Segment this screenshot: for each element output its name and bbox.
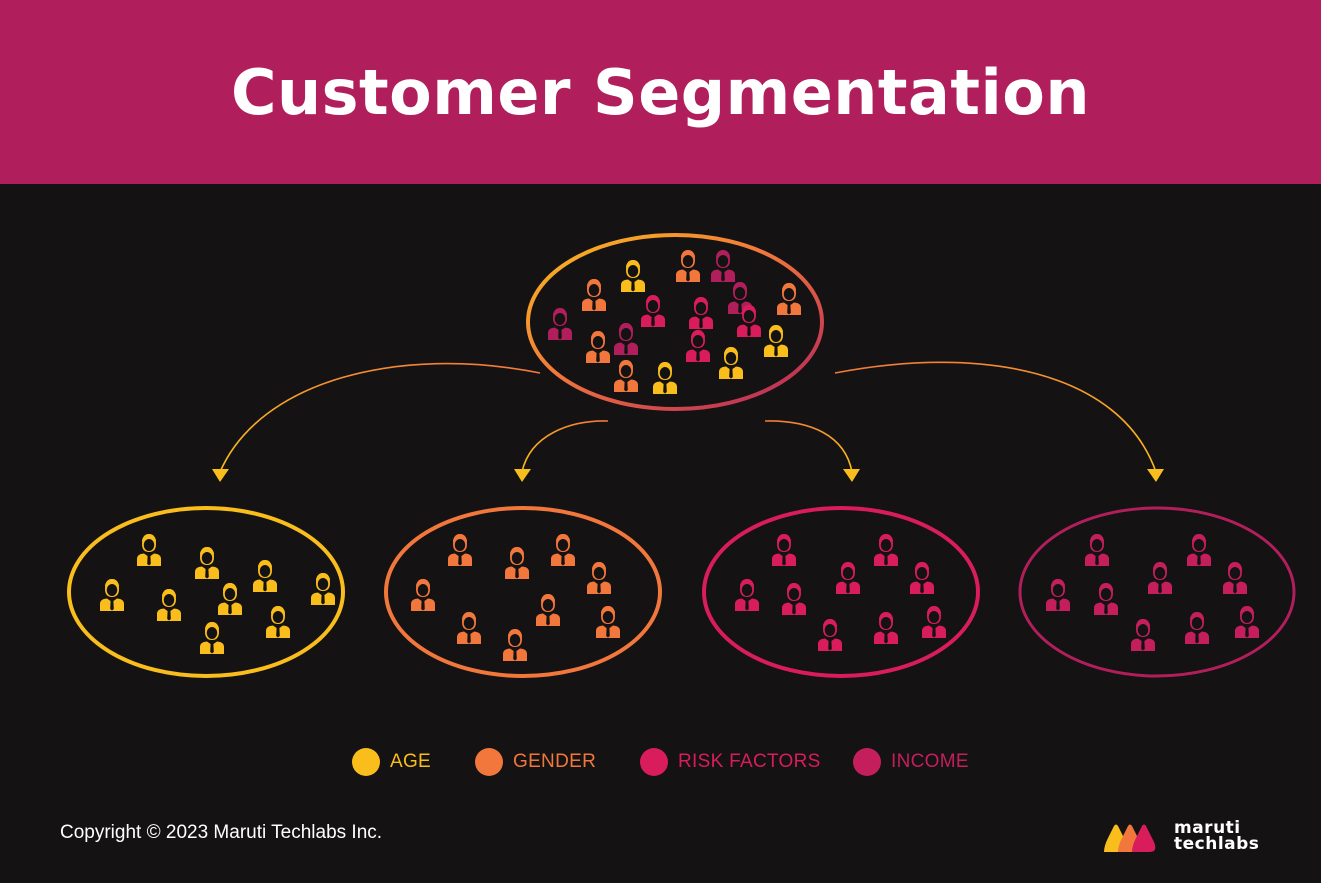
person-icon: [922, 606, 946, 638]
arrow-to-risk-factors: [764, 420, 853, 473]
arrowhead-age: [212, 469, 229, 482]
person-icon: [874, 534, 898, 566]
person-icon: [818, 619, 842, 651]
person-icon: [1094, 583, 1118, 615]
person-icon: [719, 347, 743, 379]
person-icon: [587, 562, 611, 594]
person-icon: [1085, 534, 1109, 566]
legend-label-gender: GENDER: [513, 751, 597, 772]
page-title: Customer Segmentation: [230, 56, 1091, 129]
person-icon: [157, 589, 181, 621]
legend-dot-age: [352, 748, 380, 776]
income-segment-ellipse: [1018, 506, 1296, 678]
person-icon: [1046, 579, 1070, 611]
arrowhead-gender: [514, 469, 531, 482]
logo-line-1: maruti: [1174, 818, 1241, 838]
person-icon: [218, 583, 242, 615]
logo-wordmark: maruti techlabs: [1174, 818, 1260, 854]
person-icon: [457, 612, 481, 644]
person-icon: [536, 594, 560, 626]
person-icon: [653, 362, 677, 394]
person-icon: [686, 330, 710, 362]
person-icon: [772, 534, 796, 566]
copyright-text: Copyright © 2023 Maruti Techlabs Inc.: [60, 822, 383, 843]
maruti-techlabs-logo: maruti techlabs: [1102, 818, 1272, 858]
person-icon: [1185, 612, 1209, 644]
person-icon: [195, 547, 219, 579]
arrowhead-income: [1147, 469, 1164, 482]
person-icon: [621, 260, 645, 292]
person-icon: [253, 560, 277, 592]
legend-label-income: INCOME: [891, 751, 969, 772]
arrows: [219, 361, 1157, 473]
legend: AGE GENDER RISK FACTORS INCOME: [0, 744, 1321, 780]
arrowhead-risk-factors: [843, 469, 860, 482]
person-icon: [1187, 534, 1211, 566]
person-icon: [586, 331, 610, 363]
segment-people-group: [100, 534, 1259, 661]
person-icon: [137, 534, 161, 566]
person-icon: [676, 250, 700, 282]
person-icon: [266, 606, 290, 638]
root-ellipse: [526, 233, 824, 411]
person-icon: [551, 534, 575, 566]
person-icon: [836, 562, 860, 594]
arrow-to-age: [219, 362, 541, 473]
legend-dot-gender: [475, 748, 503, 776]
legend-label-risk-factors: RISK FACTORS: [678, 751, 821, 772]
person-icon: [641, 295, 665, 327]
person-icon: [689, 297, 713, 329]
person-icon: [782, 583, 806, 615]
legend-dot-risk-factors: [640, 748, 668, 776]
person-icon: [1223, 562, 1247, 594]
person-icon: [711, 250, 735, 282]
risk-factors-segment-ellipse: [702, 506, 980, 678]
arrow-to-gender: [521, 420, 609, 473]
person-icon: [735, 579, 759, 611]
person-icon: [311, 573, 335, 605]
arrowheads: [212, 469, 1164, 482]
person-icon: [200, 622, 224, 654]
person-icon: [1148, 562, 1172, 594]
person-icon: [448, 534, 472, 566]
arrow-to-income: [834, 361, 1157, 473]
person-icon: [596, 606, 620, 638]
legend-dot-income: [853, 748, 881, 776]
person-icon: [614, 323, 638, 355]
person-icon: [548, 308, 572, 340]
person-icon: [764, 325, 788, 357]
header-banner: Customer Segmentation: [0, 0, 1321, 184]
person-icon: [874, 612, 898, 644]
logo-line-2: techlabs: [1174, 834, 1260, 854]
person-icon: [614, 360, 638, 392]
person-icon: [505, 547, 529, 579]
root-people-group: [548, 250, 801, 394]
logo-mark-icon: [1104, 824, 1156, 852]
person-icon: [411, 579, 435, 611]
age-segment-ellipse: [67, 506, 345, 678]
person-icon: [100, 579, 124, 611]
person-icon: [503, 629, 527, 661]
person-icon: [1235, 606, 1259, 638]
gender-segment-ellipse: [384, 506, 662, 678]
legend-label-age: AGE: [390, 751, 432, 772]
person-icon: [910, 562, 934, 594]
person-icon: [582, 279, 606, 311]
person-icon: [1131, 619, 1155, 651]
person-icon: [777, 283, 801, 315]
